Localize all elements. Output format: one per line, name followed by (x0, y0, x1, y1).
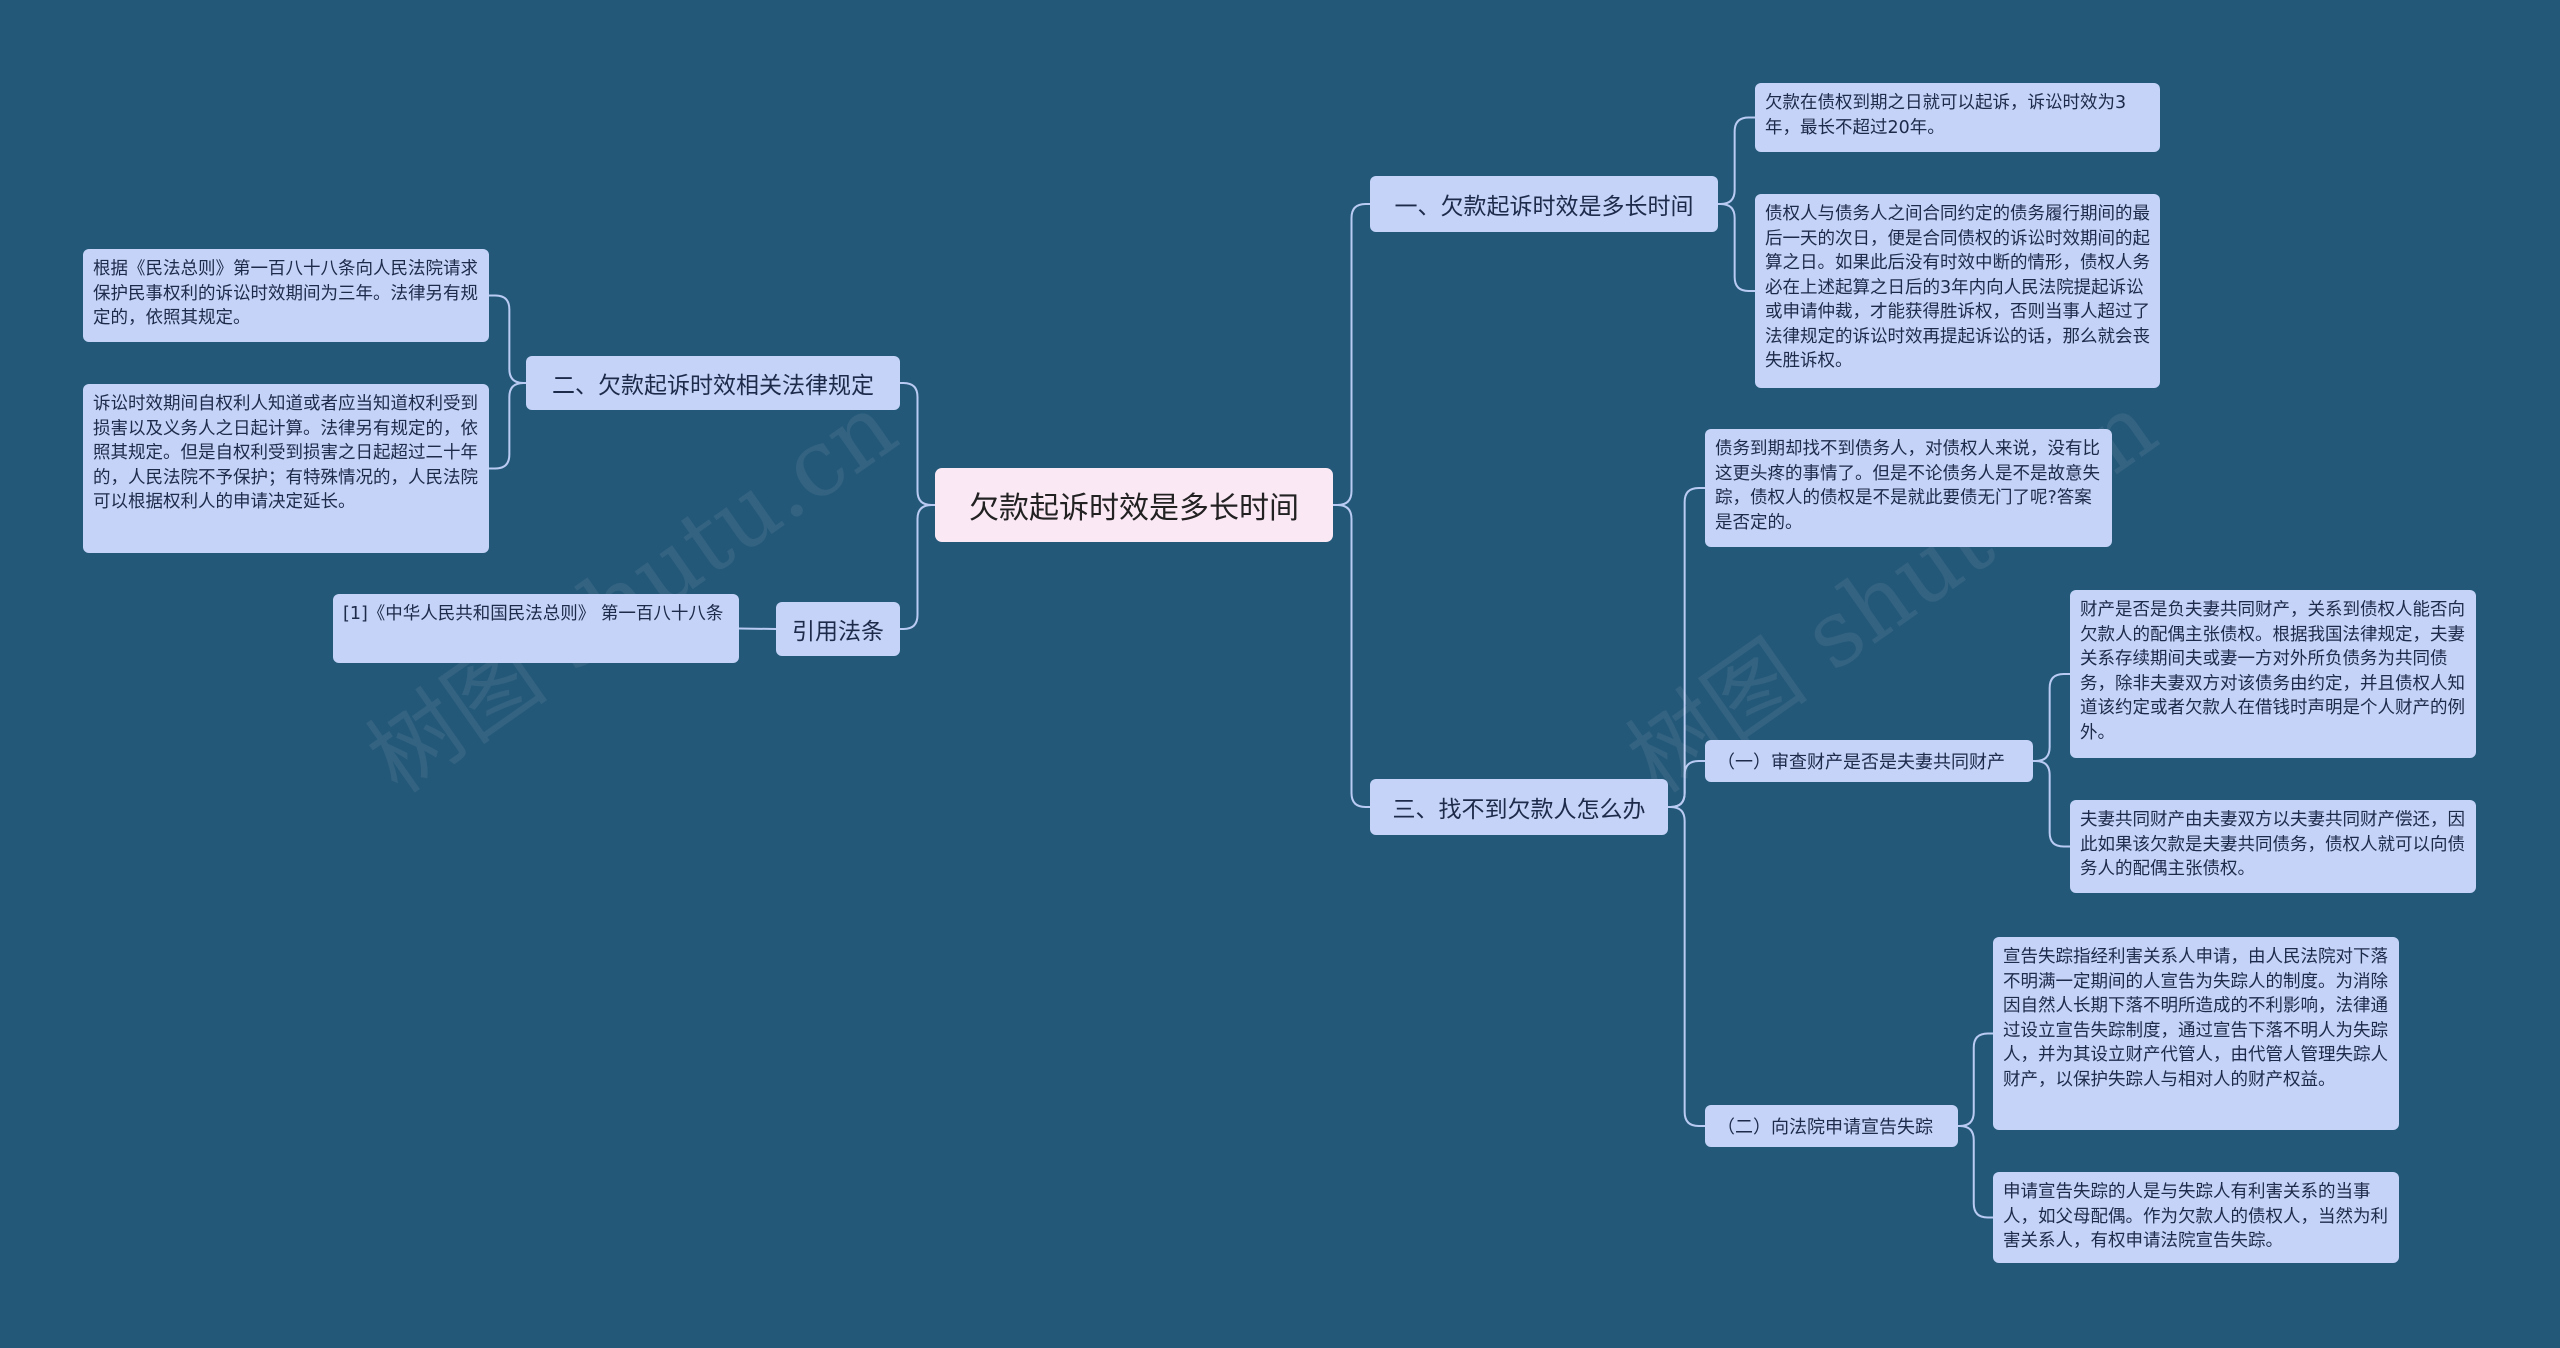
connector-sub-declare-missing-to-leaf-declare-missing-2 (1958, 1125, 1993, 1219)
leaf-find-debtor-intro[interactable]: 债务到期却找不到债务人，对债权人来说，没有比这更头疼的事情了。但是不论债务人是不… (1705, 429, 2112, 547)
sub-joint-property[interactable]: （一）审查财产是否是夫妻共同财产 (1705, 740, 2033, 782)
connector-root-topic-to-branch-citations (900, 504, 935, 630)
connector-branch-find-debtor-to-sub-joint-property (1668, 760, 1705, 808)
sub-declare-missing[interactable]: （二）向法院申请宣告失踪 (1705, 1105, 1958, 1147)
connector-branch-legal-provisions-to-leaf-legal-provisions-2 (489, 382, 526, 470)
connector-branch-statute-period-to-leaf-statute-period-1 (1718, 116, 1755, 205)
connector-sub-joint-property-to-leaf-joint-property-1 (2033, 673, 2070, 762)
leaf-legal-provisions-1[interactable]: 根据《民法总则》第一百八十八条向人民法院请求保护民事权利的诉讼时效期间为三年。法… (83, 249, 489, 342)
connector-branch-statute-period-to-leaf-statute-period-2 (1718, 203, 1755, 292)
connector-root-topic-to-branch-statute-period (1333, 203, 1370, 506)
leaf-statute-period-2[interactable]: 债权人与债务人之间合同约定的债务履行期间的最后一天的次日，便是合同债权的诉讼时效… (1755, 194, 2160, 388)
connector-branch-find-debtor-to-leaf-find-debtor-intro (1668, 487, 1705, 808)
leaf-legal-provisions-2[interactable]: 诉讼时效期间自权利人知道或者应当知道权利受到损害以及义务人之日起计算。法律另有规… (83, 384, 489, 553)
branch-citations[interactable]: 引用法条 (776, 602, 900, 656)
branch-find-debtor[interactable]: 三、找不到欠款人怎么办 (1370, 779, 1668, 835)
leaf-declare-missing-1[interactable]: 宣告失踪指经利害关系人申请，由人民法院对下落不明满一定期间的人宣告为失踪人的制度… (1993, 937, 2399, 1130)
connector-root-topic-to-branch-legal-provisions (900, 382, 935, 506)
connector-branch-find-debtor-to-sub-declare-missing (1668, 806, 1705, 1127)
branch-statute-period[interactable]: 一、欠款起诉时效是多长时间 (1370, 176, 1718, 232)
connector-branch-citations-to-leaf-citation-1 (738, 627, 777, 630)
connector-root-topic-to-branch-find-debtor (1333, 504, 1370, 808)
leaf-declare-missing-2[interactable]: 申请宣告失踪的人是与失踪人有利害关系的当事人，如父母配偶。作为欠款人的债权人，当… (1993, 1172, 2399, 1263)
connector-sub-joint-property-to-leaf-joint-property-2 (2033, 760, 2070, 848)
leaf-joint-property-1[interactable]: 财产是否是负夫妻共同财产，关系到债权人能否向欠款人的配偶主张债权。根据我国法律规… (2070, 590, 2476, 758)
branch-legal-provisions[interactable]: 二、欠款起诉时效相关法律规定 (526, 356, 900, 410)
connector-sub-declare-missing-to-leaf-declare-missing-1 (1958, 1032, 1993, 1127)
connector-branch-legal-provisions-to-leaf-legal-provisions-1 (489, 294, 526, 384)
root-topic[interactable]: 欠款起诉时效是多长时间 (935, 468, 1333, 542)
leaf-statute-period-1[interactable]: 欠款在债权到期之日就可以起诉，诉讼时效为3年，最长不超过20年。 (1755, 83, 2160, 152)
leaf-joint-property-2[interactable]: 夫妻共同财产由夫妻双方以夫妻共同财产偿还，因此如果该欠款是夫妻共同债务，债权人就… (2070, 800, 2476, 893)
leaf-citation-1[interactable]: [1]《中华人民共和国民法总则》 第一百八十八条 (333, 594, 739, 663)
